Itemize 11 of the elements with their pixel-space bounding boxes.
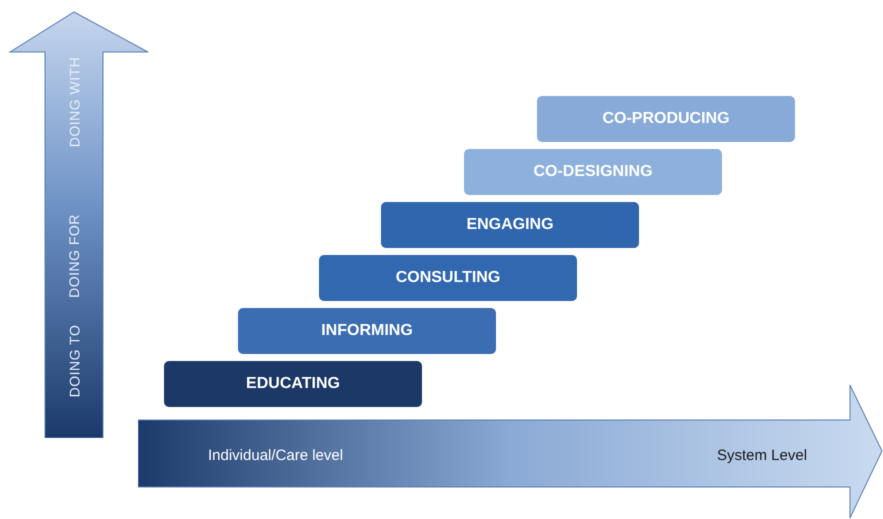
axis-label: DOING TO — [66, 324, 82, 398]
step-box: INFORMING — [238, 308, 496, 354]
level-label: System Level — [717, 446, 808, 464]
step-box: CO-PRODUCING — [537, 96, 795, 142]
level-label: Individual/Care level — [208, 446, 344, 464]
axis-label: DOING WITH — [66, 56, 82, 148]
step-box: EDUCATING — [164, 361, 422, 407]
axis-label: DOING FOR — [66, 214, 82, 298]
step-box: CO-DESIGNING — [464, 149, 722, 195]
step-box: CONSULTING — [319, 255, 577, 301]
step-box: ENGAGING — [381, 202, 639, 248]
